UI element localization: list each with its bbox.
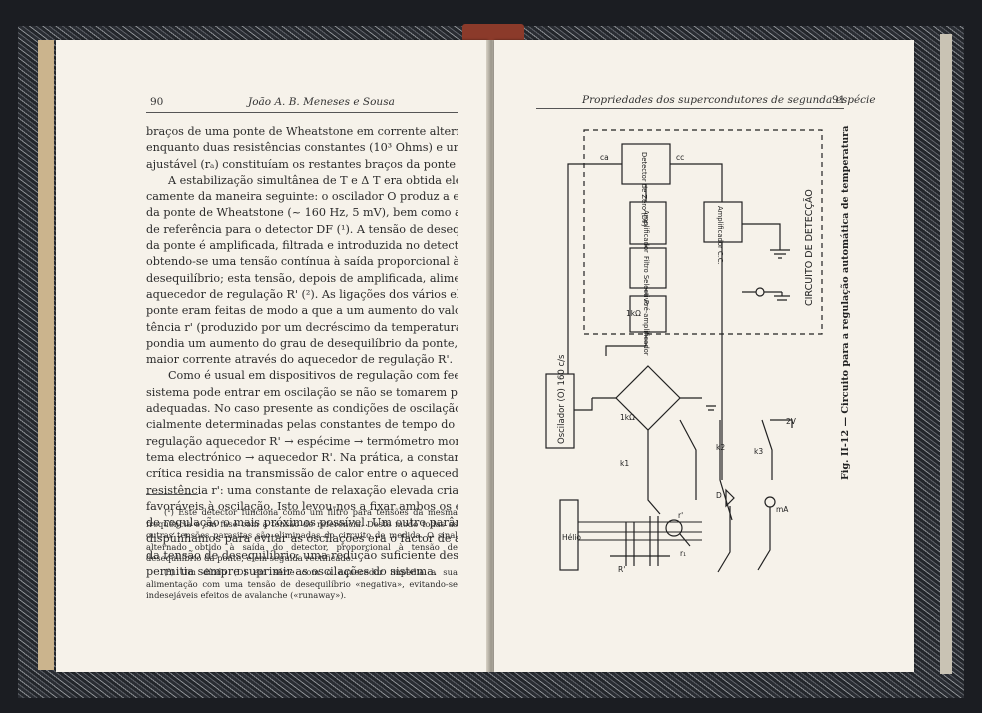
oscillator-block	[545, 373, 575, 449]
body-line: de referência para o detector DF (¹). A …	[146, 222, 458, 236]
footnotes: (¹) Este detector funciona como um filtr…	[146, 507, 458, 604]
page-edges-right	[940, 34, 952, 674]
detection-circuit-box	[583, 129, 823, 335]
body-line: da ponte é amplificada, filtrada e intro…	[146, 239, 458, 253]
body-line: enquanto duas resistências constantes (1…	[146, 141, 458, 155]
circuit-diagram: ca cc 1kΩ 1kΩ k1 k2 k3 2V D mA Hélio R' …	[545, 129, 823, 574]
label-1k-a: 1kΩ	[626, 309, 641, 318]
amplifier-block	[629, 201, 667, 245]
preamplifier-block	[629, 295, 667, 333]
body-line: favoráveis à oscilação. Isto levou-nos a…	[146, 499, 458, 513]
body-line: ajustável (rₐ) constituíam os restantes …	[146, 157, 458, 171]
page-edges-left	[38, 40, 54, 670]
body-line: tência r' (produzido por um decréscimo d…	[146, 320, 458, 334]
running-head-left: João A. B. Meneses e Sousa	[248, 96, 395, 108]
gutter	[486, 40, 496, 672]
body-line: dispúnhamos para evitar as oscilações er…	[146, 532, 458, 546]
body-line: A estabilização simultânea de T e Δ T er…	[168, 173, 458, 187]
body-line: aquecedor de regulação R' (²). As ligaçõ…	[146, 287, 458, 301]
amplifier-label: Amplificador	[642, 210, 650, 253]
figure-caption: Fig. II-12 — Circuito para a regulação a…	[840, 125, 851, 480]
dc-amplifier-block	[703, 201, 743, 243]
page-number-right: 91	[832, 94, 846, 106]
detection-label: CIRCUITO DE DETECÇÃO	[804, 189, 815, 306]
filter-block	[629, 247, 667, 289]
body-line: crítica residia na transmissão de calor …	[146, 467, 458, 481]
label-ca: ca	[600, 153, 609, 162]
filter-label: Filtro Selectivo	[642, 256, 650, 306]
running-head-right: Propriedades dos supercondutores de segu…	[582, 94, 876, 106]
body-line: maior corrente através do aquecedor de r…	[146, 353, 454, 367]
body-text: braços de uma ponte de Wheatstone em cor…	[146, 124, 458, 580]
label-1k-b: 1kΩ	[620, 413, 635, 422]
oscillator-label: Oscilador (O) 160 c/s	[557, 354, 567, 444]
label-R: R'	[618, 565, 625, 574]
label-k3: k3	[754, 447, 763, 456]
label-ma: mA	[776, 505, 789, 514]
body-line: sistema pode entrar em oscilação se não …	[146, 385, 458, 399]
header-rule-right	[536, 108, 844, 109]
body-line: obtendo-se uma tensão contínua à saída p…	[146, 255, 458, 269]
page-number-left: 90	[150, 96, 164, 108]
label-helio: Hélio	[562, 533, 581, 542]
body-line: tema electrónico → aquecedor R'. Na prát…	[146, 450, 458, 464]
label-k2: k2	[716, 443, 725, 452]
label-cc: cc	[676, 153, 684, 162]
dc-amplifier-label: Amplificador C.C.	[716, 206, 724, 265]
label-2v: 2V	[786, 417, 797, 426]
detector-label: Detector de Zero (DF)	[640, 152, 648, 227]
body-line: da ponte de Wheatstone (~ 160 Hz, 5 mV),…	[146, 206, 458, 220]
body-line: cialmente determinadas pelas constantes …	[146, 418, 458, 432]
body-line: ponte eram feitas de modo a que a um aum…	[146, 304, 458, 318]
label-k1: k1	[620, 459, 629, 468]
label-d: D	[716, 491, 722, 500]
label-r2: r₁	[680, 549, 686, 558]
header-rule-left	[146, 112, 458, 113]
body-line: de regulação o mais próximos possível. U…	[146, 516, 458, 530]
body-line: regulação aquecedor R' → espécime → term…	[146, 434, 458, 448]
body-line: da tensão de desequilíbrio: uma redução …	[146, 548, 458, 562]
body-line: camente da maneira seguinte: o oscilador…	[146, 190, 458, 204]
body-line: resistência r': uma constante de relaxaç…	[146, 483, 458, 497]
spine-headband	[462, 24, 524, 42]
body-line: braços de uma ponte de Wheatstone em cor…	[146, 125, 458, 138]
label-r: r'	[678, 511, 683, 520]
preamplifier-label: Pré-amplificador	[642, 300, 650, 356]
body-line: desequilíbrio; esta tensão, depois de am…	[146, 271, 458, 285]
footnote-rule	[146, 494, 198, 495]
body-line: Como é usual em dispositivos de regulaçã…	[168, 369, 458, 383]
body-line: permitia sempre suprimir as oscilações d…	[146, 565, 438, 579]
body-line: pondia um aumento do grau de desequilíbr…	[146, 336, 458, 350]
footnote-2: (²) Um díodo (D) em série com o aquecedo…	[146, 566, 458, 601]
right-page	[494, 40, 914, 672]
footnote-1: (¹) Este detector funciona como um filtr…	[146, 507, 458, 564]
left-page	[56, 40, 488, 672]
body-line: adequadas. No caso presente as condições…	[146, 402, 458, 416]
